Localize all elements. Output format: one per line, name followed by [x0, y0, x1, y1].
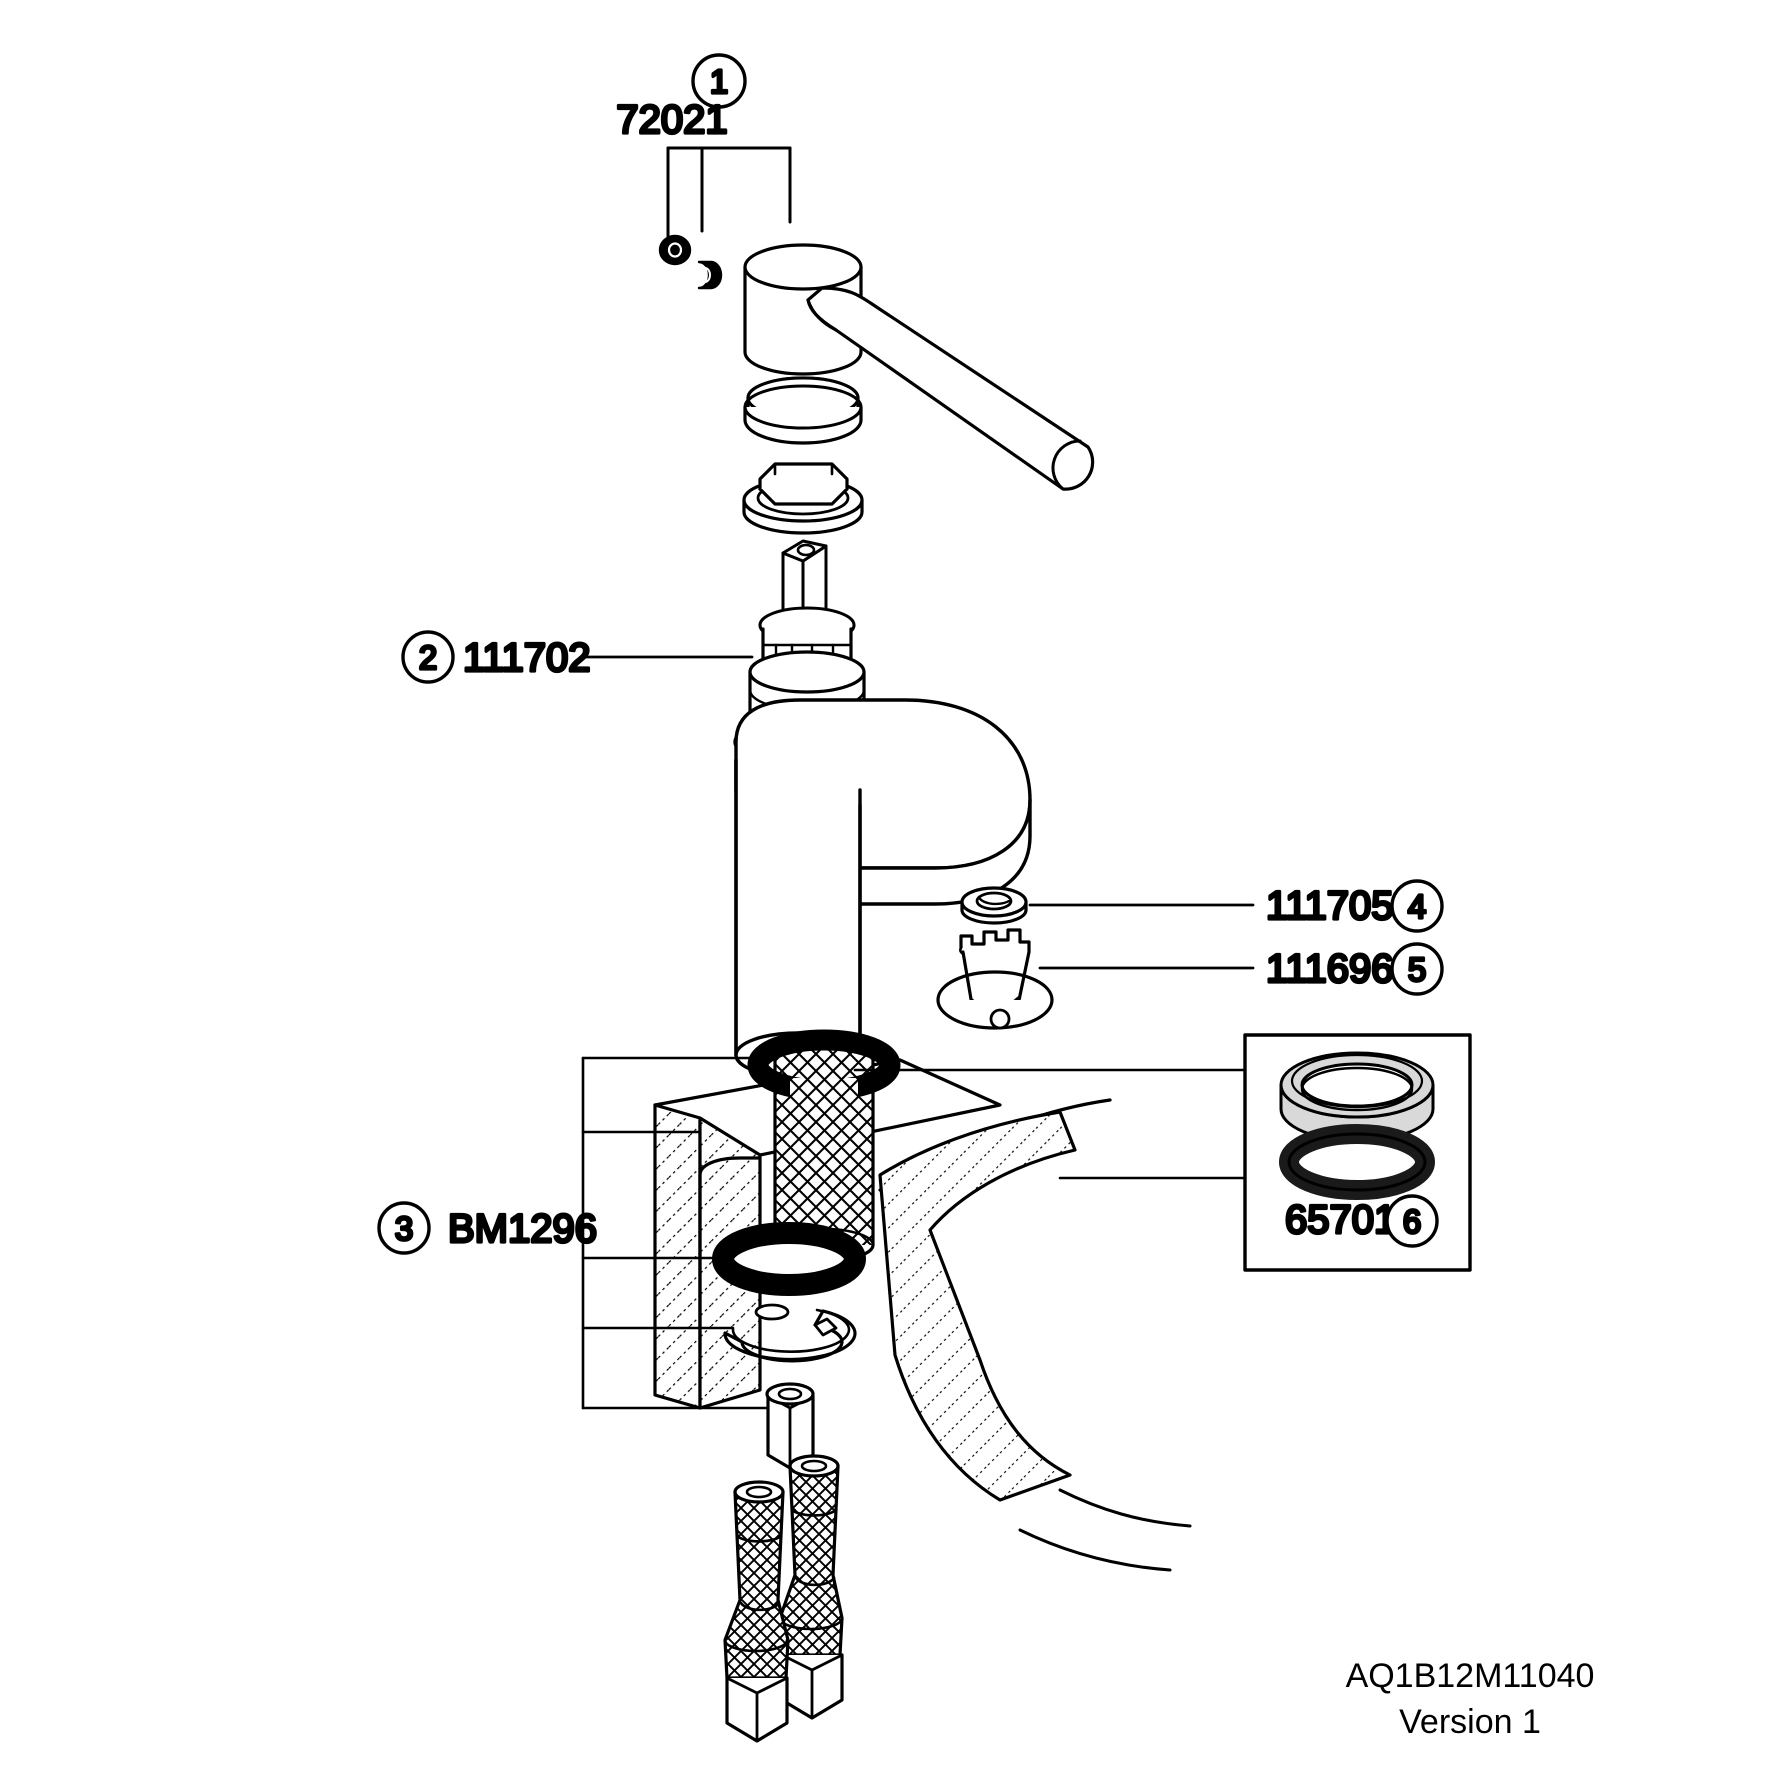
mounting-kit	[712, 1029, 901, 1470]
callout-5-number: 5	[1408, 951, 1426, 988]
aerator-housing	[936, 928, 1054, 1030]
callout-1-circle	[691, 53, 747, 109]
callout-3-part-number: BM1296	[448, 1207, 597, 1251]
callout-3-circle	[377, 1201, 431, 1255]
threaded-shank-fill	[775, 1040, 873, 1245]
callout-4-group: 111705 4	[1028, 879, 1444, 933]
callout-5-part-number: 111696	[1266, 947, 1394, 991]
grub-screw-1	[658, 234, 692, 266]
callout-5-circle	[1390, 942, 1444, 996]
callout-6-number: 6	[1403, 1203, 1421, 1240]
grub-screw-2	[697, 260, 723, 290]
inset-part-number: 65701	[1285, 1198, 1396, 1242]
callout-1-part-number: 72021	[616, 98, 727, 142]
callout-6-circle	[1385, 1194, 1439, 1248]
callout-1-group: 1 72021	[615, 53, 792, 239]
callout-3-number: 3	[395, 1210, 413, 1247]
callout-2-circle	[401, 630, 455, 684]
handle-assembly	[658, 234, 1095, 491]
callout-2-part-number: 111702	[463, 636, 591, 680]
callout-4-number: 4	[1408, 888, 1426, 925]
callout-1-number: 1	[710, 63, 728, 100]
callout-4-part-number: 111705	[1266, 884, 1394, 928]
aerator-washer	[960, 886, 1028, 925]
handle-cap	[743, 376, 863, 445]
footer-model-code: AQ1B12M11040	[1346, 1657, 1595, 1695]
footer-version: Version 1	[1399, 1703, 1541, 1741]
counter-cut-face	[653, 1103, 702, 1410]
callout-2-number: 2	[419, 639, 437, 676]
spacer-ring	[1279, 1051, 1435, 1143]
supply-hoses	[723, 1454, 844, 1743]
horseshoe-washer	[723, 1303, 857, 1363]
supply-hose-front	[723, 1480, 790, 1743]
o-ring-lower	[712, 1222, 866, 1296]
retaining-nut	[742, 462, 864, 535]
callout-2-group: 2 111702	[401, 630, 754, 684]
supply-hose-rear	[778, 1454, 844, 1720]
inset-o-ring	[1279, 1124, 1435, 1200]
handle-hub-top	[743, 243, 863, 291]
callout-5-group: 111696 5	[1038, 942, 1444, 996]
callout-4-circle	[1390, 879, 1444, 933]
basin-section	[878, 1110, 1077, 1502]
seal-kit-inset-box: 65701 6	[1243, 1033, 1472, 1272]
callout-3-group: 3 BM1296	[377, 1056, 1247, 1410]
body-column	[734, 758, 862, 1079]
